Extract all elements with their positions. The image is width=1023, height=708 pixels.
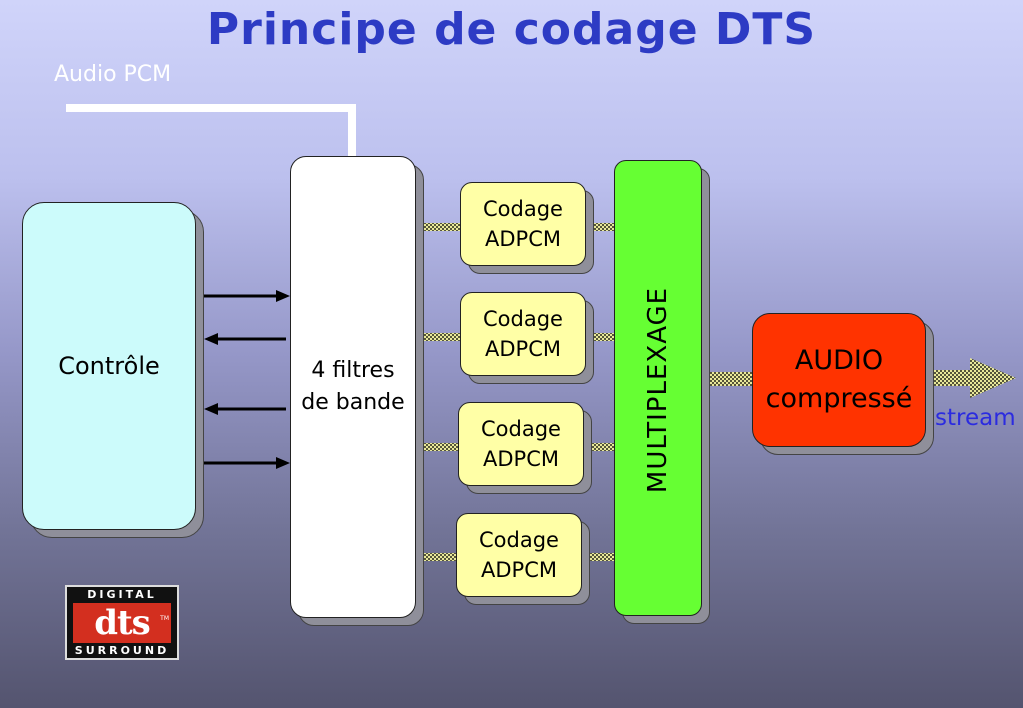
controle-block: Contrôle — [22, 202, 196, 530]
filtres-label-line1: 4 filtres — [311, 358, 395, 383]
bus-adpcm-mux-2 — [586, 333, 616, 341]
output-arrow — [934, 358, 1016, 398]
filtres-block: 4 filtres de bande — [290, 156, 416, 618]
bus-adpcm-mux-1 — [586, 223, 616, 231]
stream-label: stream — [935, 405, 1016, 431]
logo-surround-text: SURROUND — [74, 644, 170, 657]
audio-compresse-block: AUDIO compressé — [752, 313, 926, 447]
bus-adpcm-mux-4 — [586, 553, 616, 561]
audio-pcm-label: Audio PCM — [54, 62, 172, 87]
bus-filter-adpcm-2 — [420, 333, 460, 341]
slide-title: Principe de codage DTS — [206, 4, 817, 55]
logo-dts-word: dts — [94, 603, 151, 643]
adpcm-label-line1: Codage — [483, 197, 563, 221]
control-arrow-right-2 — [202, 457, 290, 469]
pcm-input-line — [66, 104, 356, 158]
multiplexage-block — [614, 160, 702, 616]
control-arrow-right-1 — [204, 290, 290, 302]
adpcm-block-4: Codage ADPCM — [456, 513, 582, 597]
adpcm-block-2: Codage ADPCM — [460, 292, 586, 376]
filtres-label-line2: de bande — [301, 390, 405, 415]
bus-adpcm-mux-3 — [586, 443, 616, 451]
adpcm-label-line2: ADPCM — [485, 227, 561, 251]
bus-filter-adpcm-4 — [420, 553, 460, 561]
audio-label-line1: AUDIO — [794, 345, 884, 376]
adpcm-label-line1: Codage — [481, 417, 561, 441]
logo-digital-text: DIGITAL — [87, 588, 157, 601]
adpcm-label-line2: ADPCM — [481, 558, 557, 582]
adpcm-block-3: Codage ADPCM — [458, 402, 584, 486]
adpcm-label-line2: ADPCM — [485, 337, 561, 361]
control-arrow-left-1 — [204, 333, 286, 345]
bus-mux-audio — [704, 372, 754, 386]
bus-filter-adpcm-3 — [420, 443, 460, 451]
controle-label: Contrôle — [58, 352, 160, 380]
logo-red-panel: dts TM — [73, 603, 171, 643]
control-arrow-left-2 — [204, 403, 286, 415]
bus-filter-adpcm-1 — [420, 223, 460, 231]
adpcm-label-line1: Codage — [483, 307, 563, 331]
adpcm-block-1: Codage ADPCM — [460, 182, 586, 266]
logo-trademark: TM — [160, 615, 169, 622]
adpcm-label-line2: ADPCM — [483, 447, 559, 471]
adpcm-label-line1: Codage — [479, 528, 559, 552]
multiplexage-label: MULTIPLEXAGE — [643, 286, 673, 494]
audio-label-line2: compressé — [765, 383, 913, 414]
dts-logo: DIGITAL dts TM SURROUND — [65, 585, 179, 660]
